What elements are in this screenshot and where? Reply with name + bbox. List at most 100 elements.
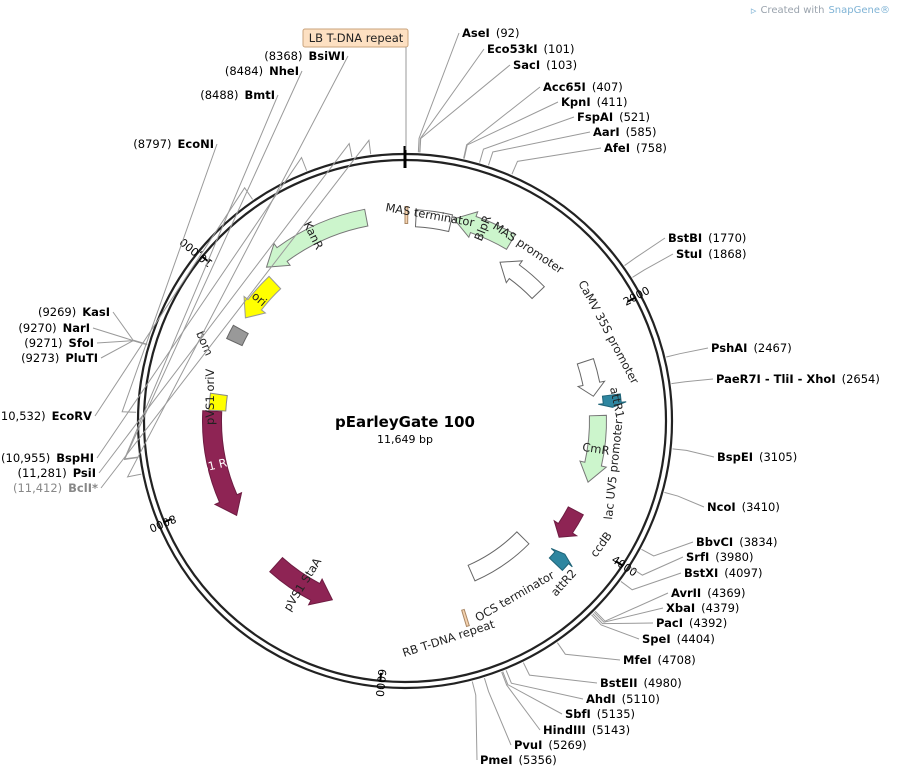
site-leader — [502, 671, 563, 715]
site-name: Acc65I — [543, 80, 586, 94]
site-ncoi[interactable]: NcoI(3410) — [664, 491, 780, 514]
site-leader — [630, 556, 684, 576]
feature-mas-promoter — [499, 260, 546, 300]
lb-label-text: LB T-DNA repeat — [309, 31, 404, 45]
site-name: XbaI — [666, 601, 695, 615]
site-position: (4369) — [707, 586, 745, 600]
site-pvui[interactable]: PvuI(5269) — [483, 677, 587, 752]
site-position: (4392) — [689, 616, 727, 630]
site-label: PshAI (2467) — [711, 341, 792, 355]
site-position: (2654) — [842, 372, 880, 386]
feature-shape — [225, 324, 249, 347]
feature-shape — [461, 608, 470, 628]
feature-shape — [579, 414, 608, 483]
feature-shape — [576, 358, 606, 397]
site-asei[interactable]: AseI (92) — [417, 26, 520, 153]
feature-label-ccdb: ccdB — [587, 529, 615, 560]
site-position: (10,955) — [1, 451, 50, 465]
feature-shape — [414, 209, 454, 233]
site-position: (8368) — [264, 49, 302, 63]
site-label: (9269)KasI — [38, 305, 110, 319]
site-econi[interactable]: (8797)EcoNI — [121, 137, 218, 413]
site-nhei[interactable]: (8484)NheI — [123, 64, 303, 461]
site-stui[interactable]: StuI(1868) — [632, 247, 747, 278]
site-name: BstXI — [684, 566, 718, 580]
site-fspai[interactable]: FspAI(521) — [479, 110, 650, 163]
feature-bom — [225, 324, 249, 347]
tick-mark — [163, 517, 173, 523]
feature-shape — [598, 393, 627, 408]
site-leader — [98, 142, 353, 474]
site-name: MfeI — [623, 653, 652, 667]
feature-label-pvs1-oriv: pVS1 oriV — [203, 369, 217, 425]
site-name: PshAI — [711, 341, 747, 355]
site-bsteii[interactable]: BstEII(4980) — [522, 662, 682, 690]
site-bstbi[interactable]: BstBI(1770) — [624, 231, 747, 266]
site-name: Eco53kI — [487, 42, 538, 56]
site-label: Acc65I(407) — [543, 80, 623, 94]
feature-pvs1-staa: pVS1 StaA — [269, 555, 334, 614]
site-leader — [594, 592, 669, 622]
site-pmei[interactable]: PmeI(5356) — [471, 681, 557, 767]
site-sfoi[interactable]: (9271)SfoI — [24, 336, 148, 350]
feature-camv-35s-promoter — [576, 358, 606, 397]
site-bsiwi[interactable]: (8368)BsiWI — [126, 49, 349, 478]
site-paci[interactable]: PacI(4392) — [592, 613, 727, 630]
snapgene-logo-icon: ▹ — [750, 4, 757, 17]
site-label: BspEI(3105) — [717, 450, 797, 464]
site-kasi[interactable]: (9269)KasI — [38, 305, 148, 346]
site-avrii[interactable]: AvrII(4369) — [594, 586, 745, 622]
site-paer7i-tlii-xhoi[interactable]: PaeR7I - TliI - XhoI (2654) — [671, 372, 880, 386]
site-aari[interactable]: AarI(585) — [488, 125, 657, 166]
site-position: (1770) — [708, 231, 746, 245]
feature-ocs-terminator — [467, 531, 530, 582]
site-leader — [666, 347, 709, 358]
site-position: (5135) — [597, 707, 635, 721]
site-position: (92) — [496, 26, 520, 40]
site-name: AseI — [462, 26, 490, 40]
feature-text: CmR — [581, 440, 610, 458]
restriction-site-layer: AseI (92) Eco53kI(101) SacI(103)Acc65I(407)… — [0, 26, 880, 767]
site-label: Eco53kI(101) — [487, 42, 574, 56]
site-leader — [592, 613, 654, 625]
site-spei[interactable]: SpeI(4404) — [591, 614, 715, 646]
site-label: NcoI(3410) — [707, 500, 780, 514]
site-position: (4379) — [701, 601, 739, 615]
feature-shape — [467, 531, 530, 582]
site-position: (4708) — [658, 653, 696, 667]
site-bcli[interactable]: (11,412)BclI* — [13, 139, 372, 495]
site-name: AfeI — [604, 141, 630, 155]
site-label: (9271)SfoI — [24, 336, 94, 350]
site-leader — [511, 147, 602, 175]
site-position: (2467) — [753, 341, 791, 355]
site-label: SrfI(3980) — [686, 550, 754, 564]
site-hindiii[interactable]: HindIII(5143) — [501, 671, 630, 737]
site-sbfi[interactable]: SbfI(5135) — [502, 671, 635, 721]
site-label: (9270)NarI — [18, 321, 90, 335]
site-pshai[interactable]: PshAI (2467) — [666, 341, 792, 358]
site-ecorv[interactable]: (10,532)EcoRV — [0, 186, 253, 423]
site-psii[interactable]: (11,281)PsiI — [17, 142, 353, 480]
feature-lb-t-dna-repeat — [404, 205, 409, 225]
site-label: AvrII(4369) — [671, 586, 745, 600]
site-name: PaeR7I - TliI - XhoI — [716, 372, 836, 386]
site-acc65i[interactable]: Acc65I(407) — [463, 80, 623, 159]
site-nari[interactable]: (9270)NarI — [18, 321, 148, 346]
site-bspei[interactable]: BspEI(3105) — [672, 448, 798, 464]
site-srfi[interactable]: SrfI(3980) — [630, 550, 754, 576]
site-bsphi[interactable]: (10,955)BspHI — [1, 156, 308, 465]
site-label: SpeI(4404) — [642, 632, 715, 646]
site-leader — [632, 253, 674, 278]
site-ahdi[interactable]: AhdI(5110) — [505, 670, 660, 706]
site-kpni[interactable]: KpnI(411) — [463, 95, 628, 159]
site-mfei[interactable]: MfeI (4708) — [556, 642, 696, 667]
site-saci[interactable]: SacI(103) — [419, 58, 577, 153]
site-name: PsiI — [73, 466, 96, 480]
site-bbvci[interactable]: BbvCI(3834) — [641, 535, 777, 557]
site-bstxi[interactable]: BstXI(4097) — [620, 566, 763, 591]
site-xbai[interactable]: XbaI (4379) — [593, 601, 739, 623]
site-afei[interactable]: AfeI(758) — [511, 141, 667, 175]
feature-shape — [243, 275, 282, 319]
site-label: (11,412)BclI* — [13, 481, 98, 495]
site-leader — [419, 48, 485, 153]
